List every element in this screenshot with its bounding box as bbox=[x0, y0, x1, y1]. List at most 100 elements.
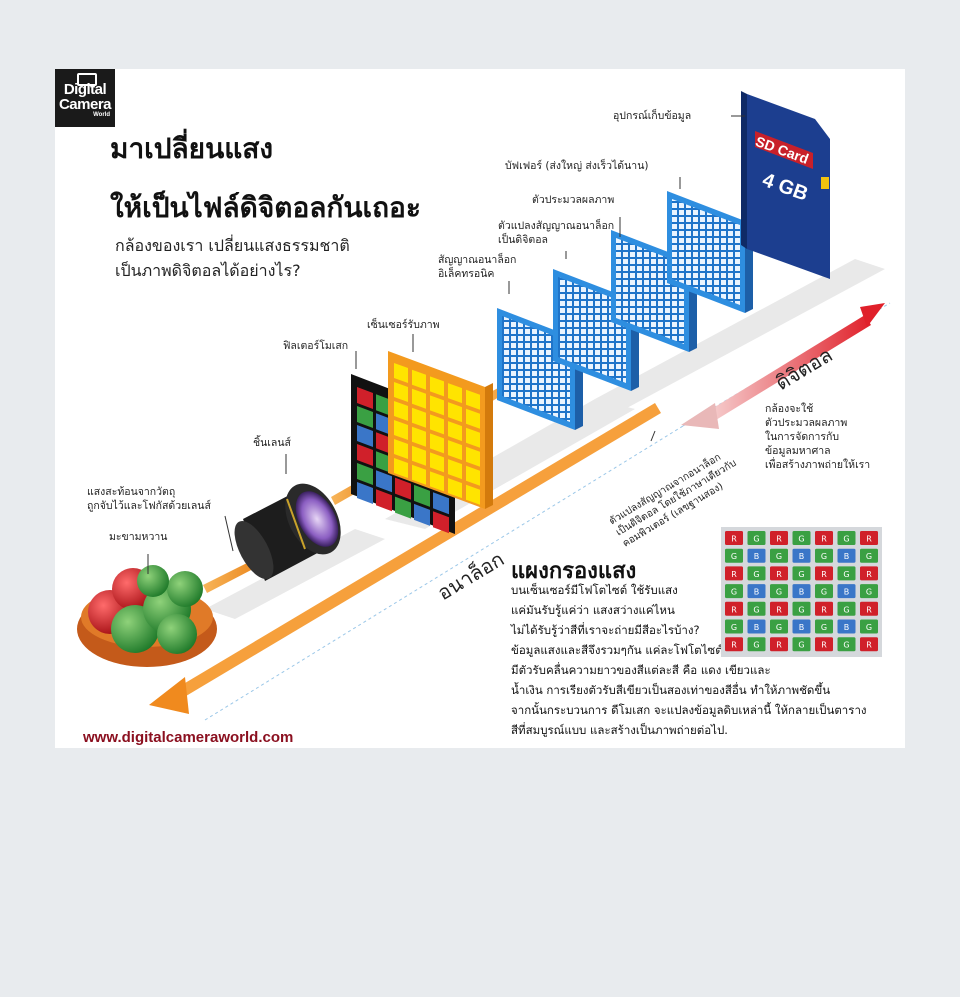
bayer-cell-label: B bbox=[799, 588, 805, 597]
label-sensor: เซ็นเซอร์รับภาพ bbox=[367, 319, 440, 331]
sensor-cell bbox=[412, 388, 426, 409]
bayer-cell: G bbox=[837, 566, 856, 581]
bayer-cell-label: G bbox=[821, 623, 827, 632]
bayer-cell: B bbox=[747, 619, 766, 634]
camera-note-line-4: ข้อมูลมหาศาล bbox=[765, 445, 831, 457]
mosaic-cell bbox=[357, 406, 373, 428]
label-analog-signal: สัญญาณอนาล็อก อิเล็คทรอนิค bbox=[438, 253, 516, 281]
bayer-cell: R bbox=[725, 566, 743, 581]
bayer-cell-label: R bbox=[731, 641, 737, 650]
bayer-cell: R bbox=[860, 601, 878, 616]
sensor-cell bbox=[448, 440, 462, 461]
sensor-cell bbox=[430, 433, 444, 454]
bayer-cell: G bbox=[837, 531, 856, 545]
bayer-cell: G bbox=[792, 601, 811, 616]
bayer-cell-label: G bbox=[821, 552, 827, 561]
bayer-cell: G bbox=[815, 619, 833, 634]
sensor-cell bbox=[466, 389, 480, 410]
mosaic-cell bbox=[376, 470, 392, 493]
bayer-cell: R bbox=[815, 637, 833, 652]
bayer-cell: G bbox=[837, 637, 856, 652]
mosaic-cell bbox=[357, 425, 373, 447]
bayer-cell-label: G bbox=[731, 552, 737, 561]
bayer-cell: G bbox=[747, 531, 766, 545]
bayer-cell-label: R bbox=[866, 605, 872, 614]
sensor-cell bbox=[466, 484, 480, 505]
sensor-cell bbox=[394, 363, 408, 383]
sensor-cell bbox=[430, 414, 444, 435]
sensor-cell bbox=[394, 401, 408, 421]
filter-section-body: บนเซ็นเซอร์มีโฟโตไซต์ ใช้รับแสงแค่มันรับ… bbox=[511, 580, 867, 740]
filter-section-line: ข้อมูลแสงและสีจึงรวมๆกัน แค่ละโฟโตไซต์ bbox=[511, 643, 723, 657]
bayer-cell-label: G bbox=[776, 588, 782, 597]
bayer-cell: R bbox=[815, 566, 833, 581]
bayer-cell-label: R bbox=[866, 641, 872, 650]
bayer-cell-label: R bbox=[776, 535, 782, 544]
bayer-cell-label: G bbox=[866, 552, 872, 561]
mosaic-cell bbox=[357, 482, 373, 504]
mosaic-cell bbox=[414, 503, 430, 526]
bayer-cell-label: G bbox=[776, 552, 782, 561]
sensor-cell bbox=[412, 407, 426, 428]
camera-note-line-3: ในการจัดการกับ bbox=[765, 431, 840, 443]
label-light-line-2: ถูกจับไว้และโฟกัสด้วยเลนส์ bbox=[87, 500, 211, 512]
bayer-cell-label: R bbox=[866, 570, 872, 579]
bayer-cell-label: G bbox=[866, 588, 872, 597]
mosaic-cell bbox=[376, 489, 392, 512]
logo-line-3: World bbox=[93, 112, 110, 118]
sd-card bbox=[741, 91, 830, 279]
bayer-cell: R bbox=[770, 531, 788, 545]
sensor-cell bbox=[448, 421, 462, 442]
bayer-cell: B bbox=[837, 548, 856, 563]
bayer-cell: B bbox=[792, 584, 811, 599]
bayer-cell: R bbox=[770, 566, 788, 581]
bayer-cell: G bbox=[725, 619, 743, 634]
label-light-line-1: แสงสะท้อนจากวัตถุ bbox=[87, 486, 176, 498]
bayer-cell-label: G bbox=[753, 605, 759, 614]
filter-section-line: ไม่ได้รับรู้ว่าสีที่เราจะถ่ายมีสีอะไรบ้า… bbox=[511, 623, 700, 637]
bayer-cell-label: B bbox=[844, 552, 850, 561]
intro-line-1: กล้องของเรา เปลี่ยนแสงธรรมชาติ bbox=[115, 236, 350, 255]
bayer-cell: R bbox=[725, 637, 743, 652]
label-converter: ตัวแปลงสัญญาณอนาล็อก เป็นดิจิตอล bbox=[498, 219, 614, 247]
bayer-cell-label: B bbox=[799, 623, 805, 632]
bayer-cell: G bbox=[747, 601, 766, 616]
bayer-cell-label: G bbox=[731, 588, 737, 597]
sensor-cell bbox=[448, 383, 462, 404]
bayer-cell-label: G bbox=[821, 588, 827, 597]
filter-section-line: จากนั้นกระบวนการ ดีโมเสก จะแปลงข้อมูลดิบ… bbox=[511, 703, 867, 717]
filter-section-line: แค่มันรับรู้แค่ว่า แสงสว่างแค่ไหน bbox=[511, 603, 675, 617]
bayer-cell: G bbox=[747, 566, 766, 581]
bayer-cell-label: R bbox=[776, 570, 782, 579]
image-sensor bbox=[388, 351, 493, 509]
bayer-cell-label: G bbox=[798, 641, 804, 650]
label-object: มะขามหวาน bbox=[109, 531, 168, 543]
bayer-cell: G bbox=[725, 584, 743, 599]
intro-line-2: เป็นภาพดิจิตอลได้อย่างไร? bbox=[115, 261, 301, 280]
label-analog-signal-line-2: อิเล็คทรอนิค bbox=[438, 268, 495, 280]
camera-icon bbox=[77, 73, 97, 86]
camera-processor-note: กล้องจะใช้ ตัวประมวลผลภาพ ในการจัดการกับ… bbox=[765, 402, 870, 472]
bayer-cell-label: R bbox=[776, 641, 782, 650]
mosaic-cell bbox=[395, 496, 411, 519]
bayer-cell: R bbox=[860, 637, 878, 652]
bayer-cell-label: G bbox=[776, 623, 782, 632]
label-filter: ฟิลเตอร์โมเสก bbox=[283, 340, 349, 352]
bayer-cell: G bbox=[860, 584, 878, 599]
bayer-cell-label: G bbox=[843, 641, 849, 650]
bayer-cell: G bbox=[792, 566, 811, 581]
sensor-cell bbox=[394, 382, 408, 402]
sensor-cell bbox=[412, 464, 426, 485]
sensor-cell bbox=[430, 471, 444, 492]
filter-section-line: มีตัวรับคลื่นความยาวของสีแต่ละสี คือ แดง… bbox=[511, 663, 771, 677]
bayer-cell: G bbox=[815, 584, 833, 599]
bayer-cell-label: R bbox=[821, 641, 827, 650]
sensor-cell bbox=[448, 459, 462, 480]
sensor-cell bbox=[466, 465, 480, 486]
sensor-cell bbox=[412, 426, 426, 447]
bayer-cell: G bbox=[770, 619, 788, 634]
bayer-cell-label: R bbox=[821, 605, 827, 614]
sensor-cell bbox=[394, 439, 408, 459]
sensor-cell bbox=[394, 420, 408, 440]
bayer-cell: B bbox=[792, 548, 811, 563]
